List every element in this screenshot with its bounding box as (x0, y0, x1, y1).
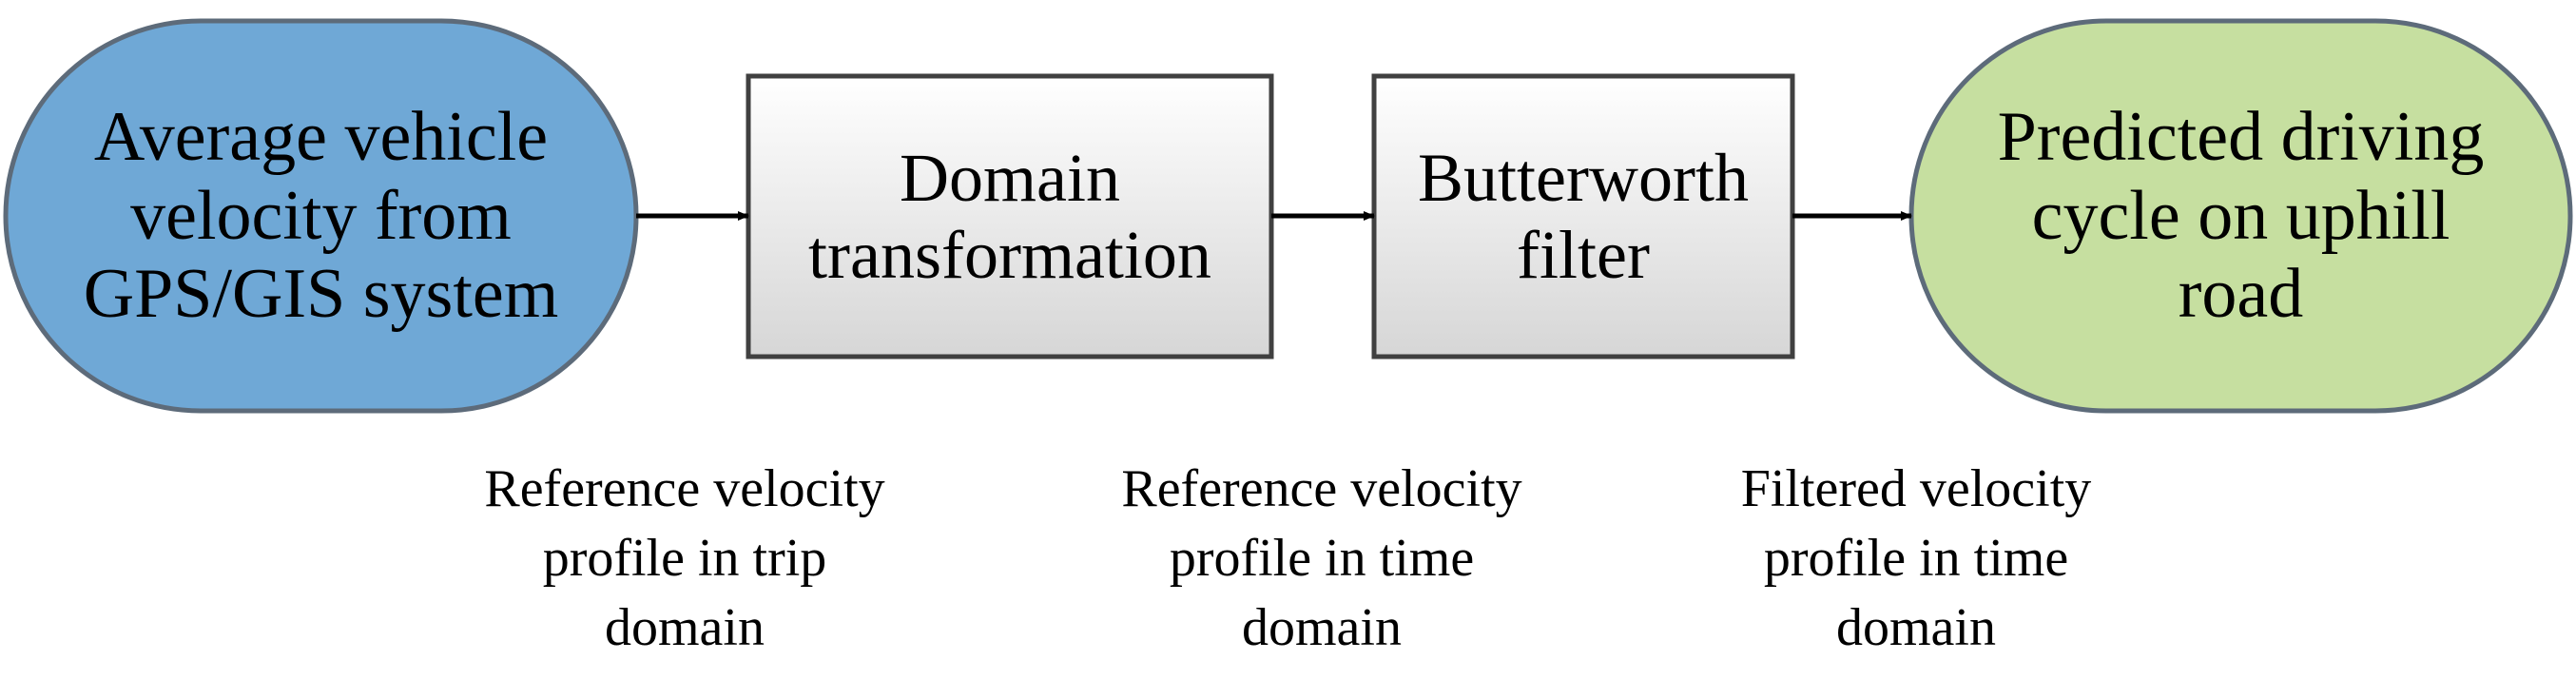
filtered-caption: Filtered velocity profile in time domain (1740, 459, 2092, 657)
time-domain-caption: Reference velocity profile in time domai… (1121, 459, 1522, 657)
domain-transformation-box-shape (746, 73, 1274, 359)
output-node-label: Predicted driving cycle on uphill road (1997, 97, 2485, 334)
input-node-label: Average vehicle velocity from GPS/GIS sy… (83, 97, 559, 334)
butterworth-filter-box-shape (1371, 73, 1795, 359)
domain-transformation-label: Domain transformation (808, 139, 1211, 293)
trip-domain-caption: Reference velocity profile in trip domai… (484, 459, 885, 657)
butterworth-filter-label: Butterworth filter (1418, 139, 1749, 293)
